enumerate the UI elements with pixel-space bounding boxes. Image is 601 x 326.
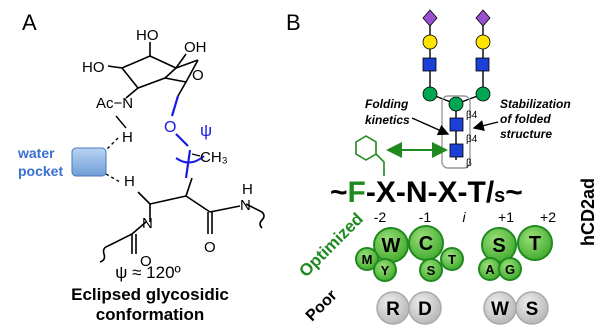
sequon-prefix: ~ (330, 176, 348, 209)
residue: W (491, 299, 509, 320)
stab-arrow (472, 120, 499, 132)
panel-b: B β4 β4 β Folding kinetics S (286, 9, 598, 325)
h-bond-lower (105, 173, 121, 183)
sialic-acid-right (475, 9, 491, 27)
poor-label: Poor (303, 287, 341, 325)
note-stab-line2: of folded (500, 112, 551, 126)
optimized-label: Optimized (295, 209, 367, 281)
water-pocket-box (71, 147, 107, 177)
atom-ch3: CH₃ (200, 149, 228, 166)
galactose-left (422, 34, 438, 50)
poor-residues: R D W S (376, 291, 549, 325)
residue: Y (381, 263, 390, 278)
atom-ho-left: HO (82, 59, 105, 76)
residue: R (386, 299, 400, 320)
atom-o-carbonyl2: O (140, 253, 152, 270)
panel-b-label: B (286, 10, 301, 35)
caption-line2: conformation (96, 305, 205, 324)
residue: D (418, 299, 432, 320)
note-folding-line2: kinetics (365, 113, 410, 127)
water-label-line2: pocket (18, 163, 63, 179)
position-label: -2 (374, 209, 387, 225)
panel-a-label: A (22, 10, 37, 35)
atom-o-carbonyl1: O (204, 239, 216, 256)
h-bond-upper (105, 137, 119, 151)
residue: S (427, 263, 436, 278)
glcnac-left (422, 57, 437, 72)
residue: S (526, 299, 539, 320)
psi-rotation-arrow (175, 155, 205, 164)
atom-n-right: N (240, 197, 251, 214)
benzyl-side-chain (355, 135, 385, 176)
water-label-line1: water (17, 145, 55, 161)
mannose-left (422, 86, 438, 102)
panel-a: A HO OH HO O Ac−N O ψ CH₃ H (17, 10, 265, 324)
note-folding-line1: Folding (365, 97, 409, 111)
position-label: +1 (498, 209, 514, 225)
caption-line1: Eclipsed glycosidic (71, 285, 229, 304)
atom-n-left: N (142, 215, 153, 232)
psi-value: ψ ≈ 120º (115, 263, 180, 282)
peptide-backbone (99, 177, 265, 263)
atom-h-amide: H (242, 181, 253, 198)
residue: M (362, 252, 373, 267)
psi-symbol: ψ (200, 121, 212, 140)
atom-ho-top: HO (136, 27, 159, 44)
mannose-core (448, 96, 464, 112)
galactose-right (475, 34, 491, 50)
linkage-b4-lower: β4 (466, 134, 478, 145)
note-stab-line3: structure (500, 127, 552, 141)
position-label: -1 (419, 209, 432, 225)
residue: T (529, 233, 541, 255)
residue: T (448, 252, 456, 267)
sequon-f: F (348, 176, 366, 209)
note-stab-line1: Stabilization (500, 97, 571, 111)
residue: S (492, 235, 505, 257)
sequon-suffix: ~ (505, 176, 523, 209)
atom-o-ring: O (192, 67, 204, 84)
sugar-ring (107, 42, 199, 99)
position-label: +2 (540, 209, 556, 225)
glycosidic-bond (170, 95, 192, 179)
atom-oh-right: OH (184, 39, 207, 56)
sialic-acid-left (422, 9, 438, 27)
sequon-s: s (494, 185, 505, 207)
folding-arrow (411, 117, 450, 136)
atom-ac-n: Ac−N (96, 95, 133, 112)
glcnac-right (475, 57, 490, 72)
position-label: i (462, 209, 466, 225)
sequon-rest: -X-N-X-T/ (366, 176, 495, 209)
atom-h-upper: H (122, 129, 133, 146)
residue: G (505, 262, 515, 277)
optimized-residues: W C M Y S T S T A G (355, 225, 553, 282)
atom-h-lower: H (124, 173, 135, 190)
glcnac-core-upper (449, 117, 464, 132)
linkage-b4-upper: β4 (466, 110, 478, 121)
mannose-right (475, 86, 491, 102)
sequon: ~F-X-N-X-T/s~ (330, 176, 523, 209)
residue: W (382, 235, 401, 257)
protein-label: hCD2ad (578, 178, 598, 246)
atom-o-glyco: O (164, 119, 176, 136)
residue: C (419, 233, 433, 255)
linkage-b: β (466, 158, 472, 169)
glcnac-core-lower (449, 143, 464, 158)
residue: A (485, 262, 495, 277)
position-labels: -2 -1 i +1 +2 (374, 209, 556, 225)
